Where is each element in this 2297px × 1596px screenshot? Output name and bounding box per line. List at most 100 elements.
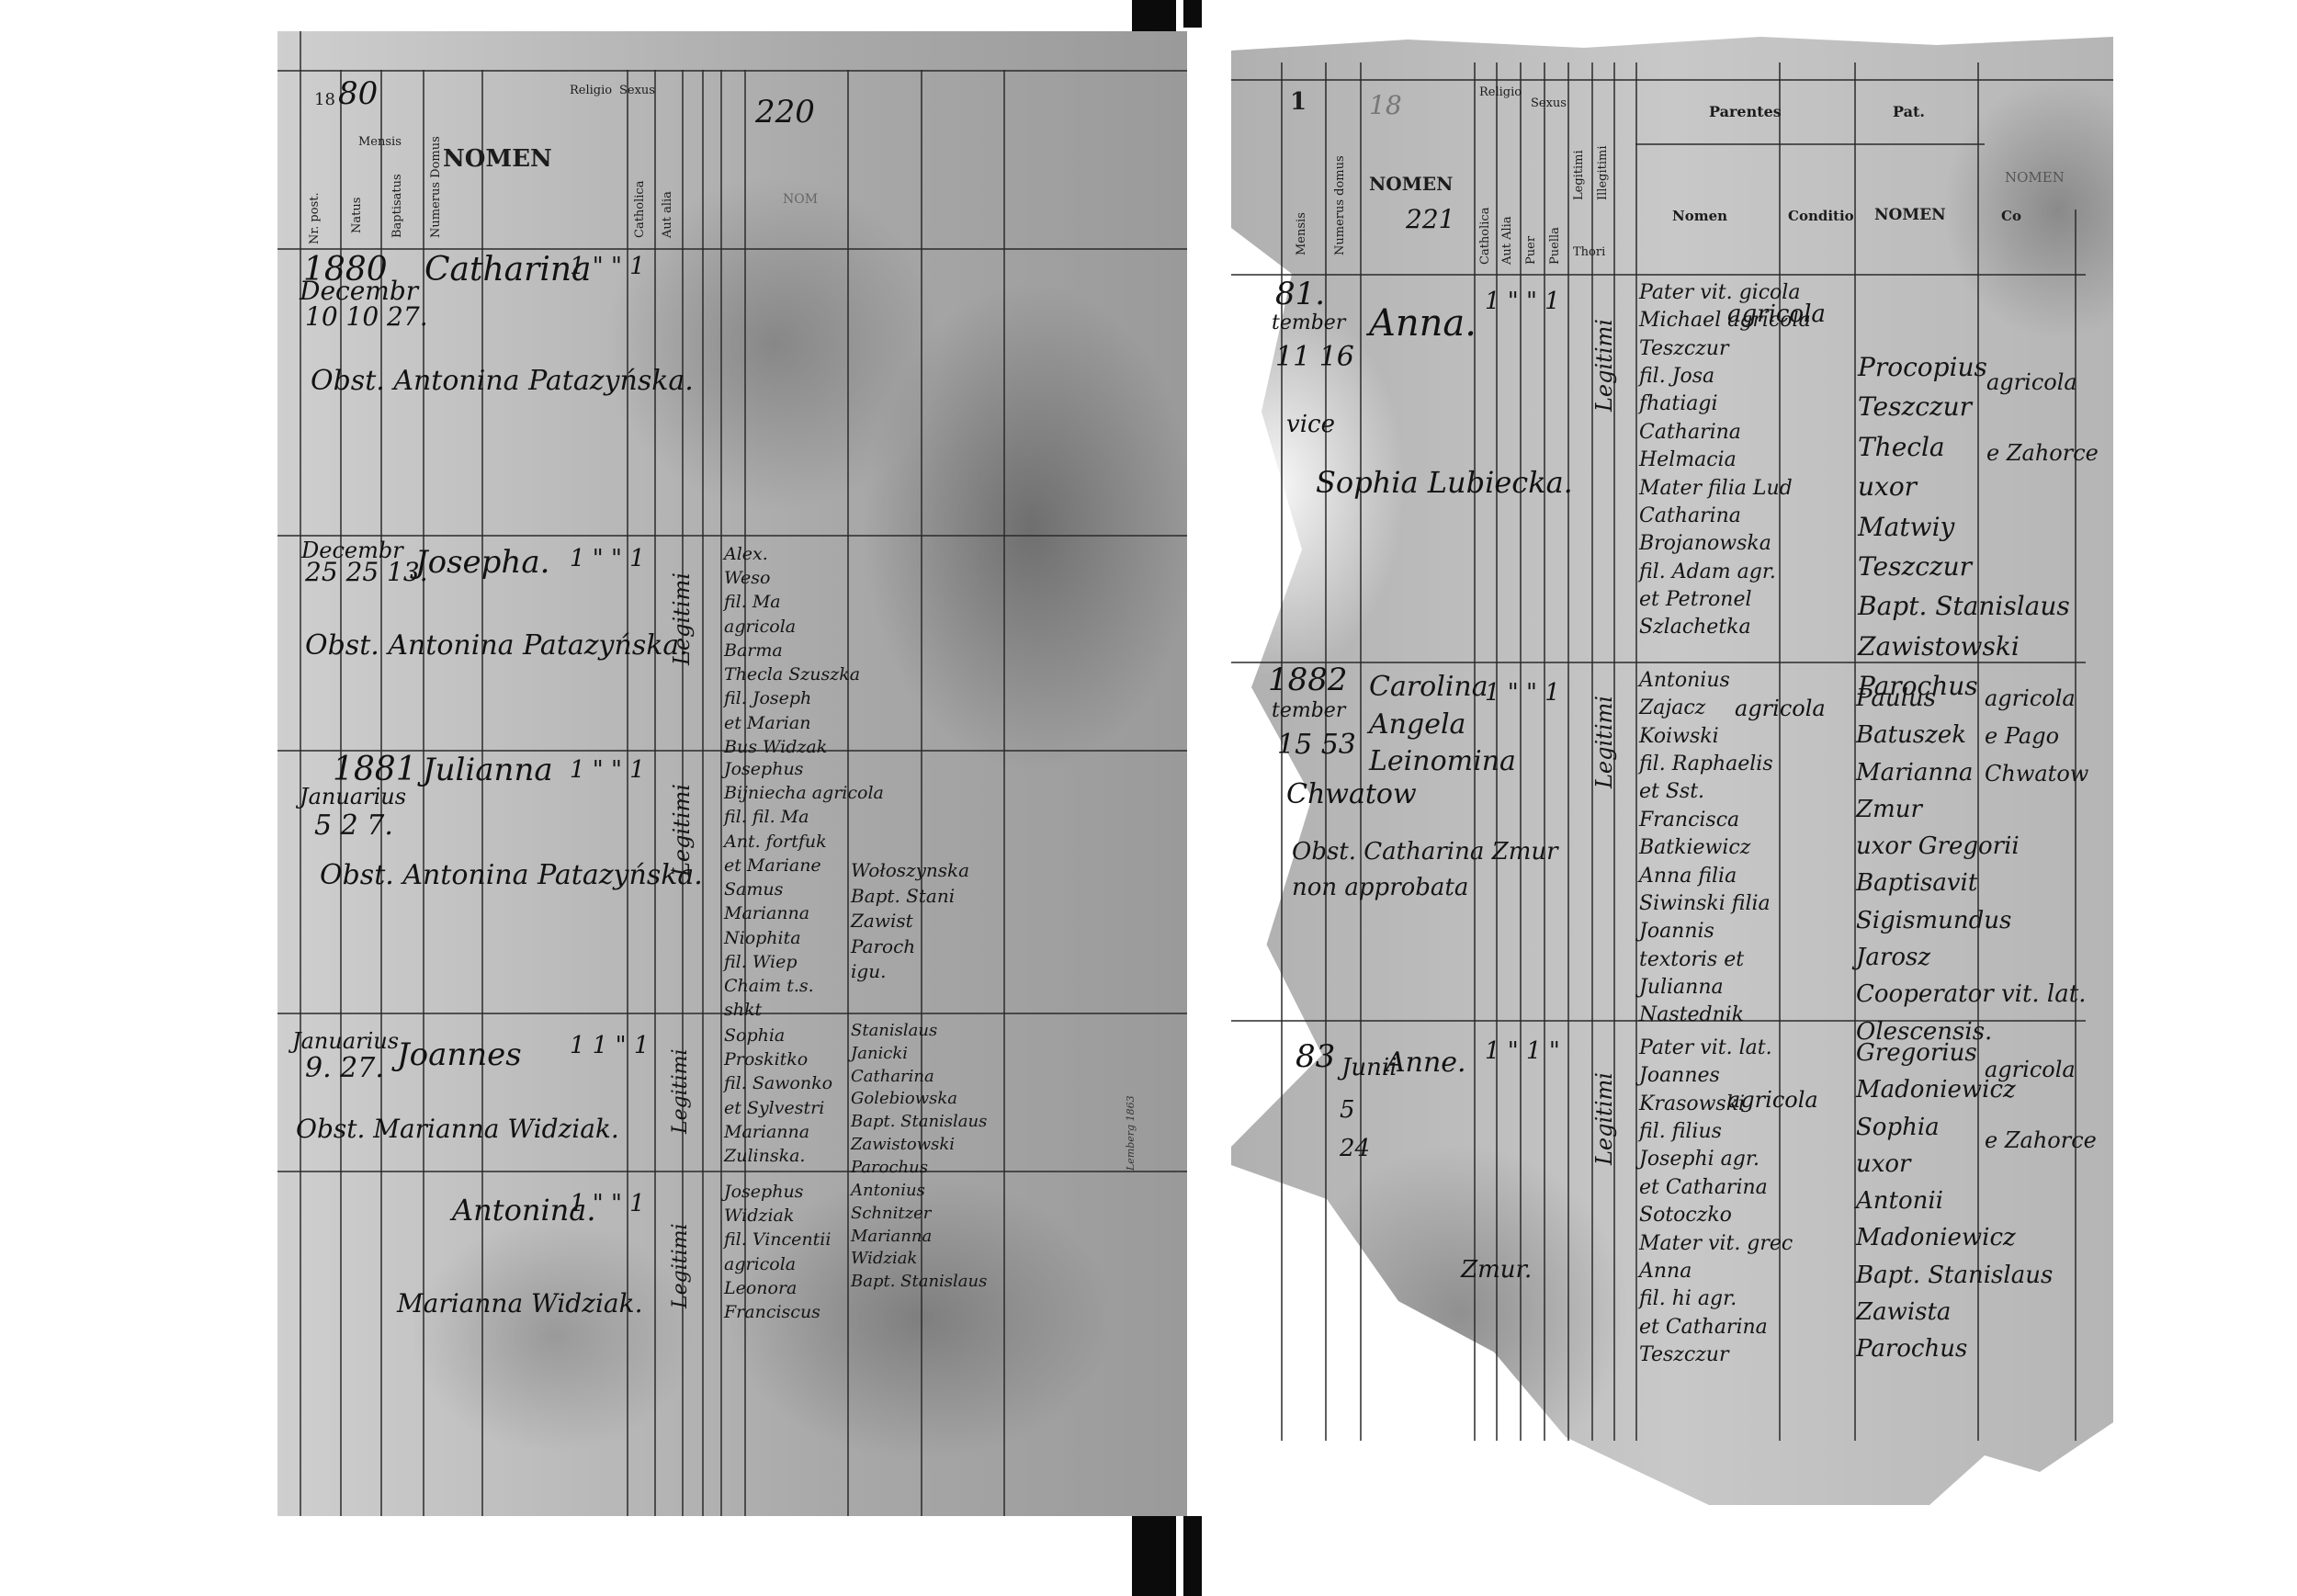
- entry-name: Catharina: [424, 251, 592, 289]
- header-puella: Puella: [1548, 227, 1562, 265]
- header-illegitimi: Illegitimi: [1596, 145, 1610, 201]
- entry-marks: 1 1 " 1: [570, 1032, 650, 1059]
- rule: [340, 70, 342, 1516]
- rule: [1496, 62, 1498, 1441]
- entry-days: 5 24: [1340, 1096, 1371, 1162]
- entry-name: Joannes: [397, 1036, 522, 1073]
- spine-top-cap: [1132, 0, 1176, 28]
- spine-bottom-cap-2: [1183, 1516, 1202, 1596]
- rule: [277, 750, 1187, 752]
- entry-obstetrix: Obst. Antonina Patazyńska.: [320, 859, 703, 891]
- entry-obstetrix: Marianna Widziak.: [397, 1288, 643, 1319]
- entry-obstetrix: Obst. Marianna Widziak.: [296, 1114, 619, 1144]
- rule: [277, 1013, 1187, 1014]
- entry-name: Carolina Angela Leinomina: [1369, 671, 1516, 777]
- header-patrini-conditio: Co: [2001, 208, 2021, 224]
- entry-parents: Antonius Zajacz Koiwski fil. Raphaelis e…: [1639, 669, 1773, 1027]
- rule: [744, 70, 746, 1516]
- header-religio: Religio: [570, 84, 613, 97]
- entry-year: 1882: [1268, 662, 1348, 698]
- entry-legitimacy: Legitimi: [1591, 696, 1617, 788]
- rule: [682, 70, 684, 1516]
- entry-days: 10 10 27.: [305, 301, 428, 332]
- entry-patrini: Gregorius Madoniewicz Sophia uxor Antoni…: [1856, 1039, 2054, 1364]
- header-nomen-faded: NOMEN: [2005, 169, 2065, 186]
- entry-obstetrix: Sophia Lubiecka.: [1316, 465, 1573, 500]
- torn-edge: [1929, 1422, 2113, 1505]
- entry-name: Antonina.: [452, 1193, 596, 1228]
- entry-patrini: Wołoszynska Bapt. Stani Zawist Paroch ig…: [851, 859, 970, 983]
- header-numerus-domus: Numerus Domus: [429, 136, 443, 238]
- header-parentes: Parentes: [1709, 103, 1782, 120]
- entry-month: Junii: [1341, 1054, 1397, 1081]
- header-mensis: Mensis: [358, 135, 402, 149]
- rule: [1779, 62, 1781, 1441]
- entry-parents: Josephus Widziak fil. Vincentii agricola…: [724, 1182, 832, 1323]
- entry-days: 15 53: [1277, 729, 1356, 761]
- header-numerus-domus: Numerus domus: [1333, 155, 1347, 255]
- rule: [1977, 62, 1979, 1441]
- rule: [1231, 662, 2086, 663]
- entry-marks: 1 " " 1: [570, 253, 645, 280]
- header-mensis: Mensis: [1295, 212, 1308, 255]
- entry-obstetrix: Zmur.: [1461, 1256, 1533, 1284]
- rule: [1544, 62, 1545, 1441]
- rule: [2075, 209, 2076, 1441]
- entry-patrini-condition: agricola e Zahorce: [1986, 369, 2099, 466]
- header-patrini-nomen: NOMEN: [1874, 206, 1946, 224]
- header-puer: Puer: [1524, 235, 1538, 265]
- rule: [1281, 62, 1283, 1441]
- entry-legitimacy: Legitimi: [669, 572, 695, 665]
- header-year-prefix: 18: [314, 90, 335, 109]
- rule: [1613, 62, 1615, 1441]
- header-nomen: NOMEN: [443, 145, 552, 173]
- rule: [1003, 70, 1005, 1516]
- header-religio: Religio: [1479, 85, 1522, 99]
- entry-legitimacy: Legitimi: [669, 784, 695, 877]
- header-nr-post: Nr. post.: [308, 192, 322, 244]
- rule: [277, 535, 1187, 537]
- entry-name: Anne.: [1386, 1047, 1466, 1079]
- entry-month: Januarius: [292, 1028, 400, 1054]
- header-parentes-nomen: Nomen: [1672, 208, 1728, 224]
- entry-month: Decembr: [300, 276, 419, 306]
- spine-top-cap-2: [1183, 0, 1202, 28]
- entry-marks: 1 " 1 ": [1485, 1037, 1560, 1065]
- entry-obstetrix: Obst. Catharina Zmur non approbata: [1292, 838, 1558, 901]
- left-register-page: 220 18 80 Mensis Nr. post. Natus Baptisa…: [277, 31, 1187, 1516]
- header-aut-alia: Aut alia: [661, 191, 674, 238]
- entry-month: Decembr: [301, 538, 403, 563]
- entry-year: 1881: [333, 751, 417, 788]
- torn-edge: [1231, 1165, 1709, 1505]
- rule: [380, 70, 382, 1516]
- rule: [1231, 1020, 2086, 1022]
- entry-obstetrix: Obst. Antonina Patazyńska.: [311, 365, 694, 397]
- header-year-written: 80: [338, 75, 379, 112]
- rule: [1635, 62, 1637, 1441]
- rule: [1231, 79, 2113, 81]
- header-nomen: NOMEN: [1369, 173, 1454, 195]
- entry-marks: 1 " " 1: [1485, 288, 1560, 315]
- rule: [423, 70, 424, 1516]
- rule: [654, 70, 656, 1516]
- entry-days: 11 16: [1275, 341, 1354, 373]
- entry-days: 25 25 13.: [305, 557, 428, 587]
- rule: [300, 31, 301, 1516]
- rule: [277, 70, 1187, 72]
- printer-stamp: Lemberg 1863: [1125, 1095, 1137, 1171]
- header-catholica: Catholica: [1478, 207, 1492, 265]
- rule: [481, 70, 483, 1516]
- entry-patrini-condition: agricola e Zahorce: [1985, 1057, 2097, 1153]
- header-sexus: Sexus: [1531, 96, 1567, 110]
- entry-marks: 1 " " 1: [1485, 679, 1560, 707]
- rule: [720, 70, 722, 1516]
- rule: [1567, 62, 1569, 1441]
- header-aut-alia: Aut Alia: [1500, 216, 1514, 265]
- entry-month: tember: [1272, 311, 1346, 334]
- torn-edge: [1231, 26, 2113, 51]
- entry-parents: Pater vit. lat. Joannes Krasowski fil. f…: [1639, 1036, 1793, 1366]
- entry-patrini-condition: agricola e Pago Chwatow: [1985, 685, 2089, 787]
- entry-days: 9. 27.: [305, 1052, 384, 1084]
- entry-marks: 1 " " 1: [570, 756, 645, 784]
- rule: [1520, 62, 1522, 1441]
